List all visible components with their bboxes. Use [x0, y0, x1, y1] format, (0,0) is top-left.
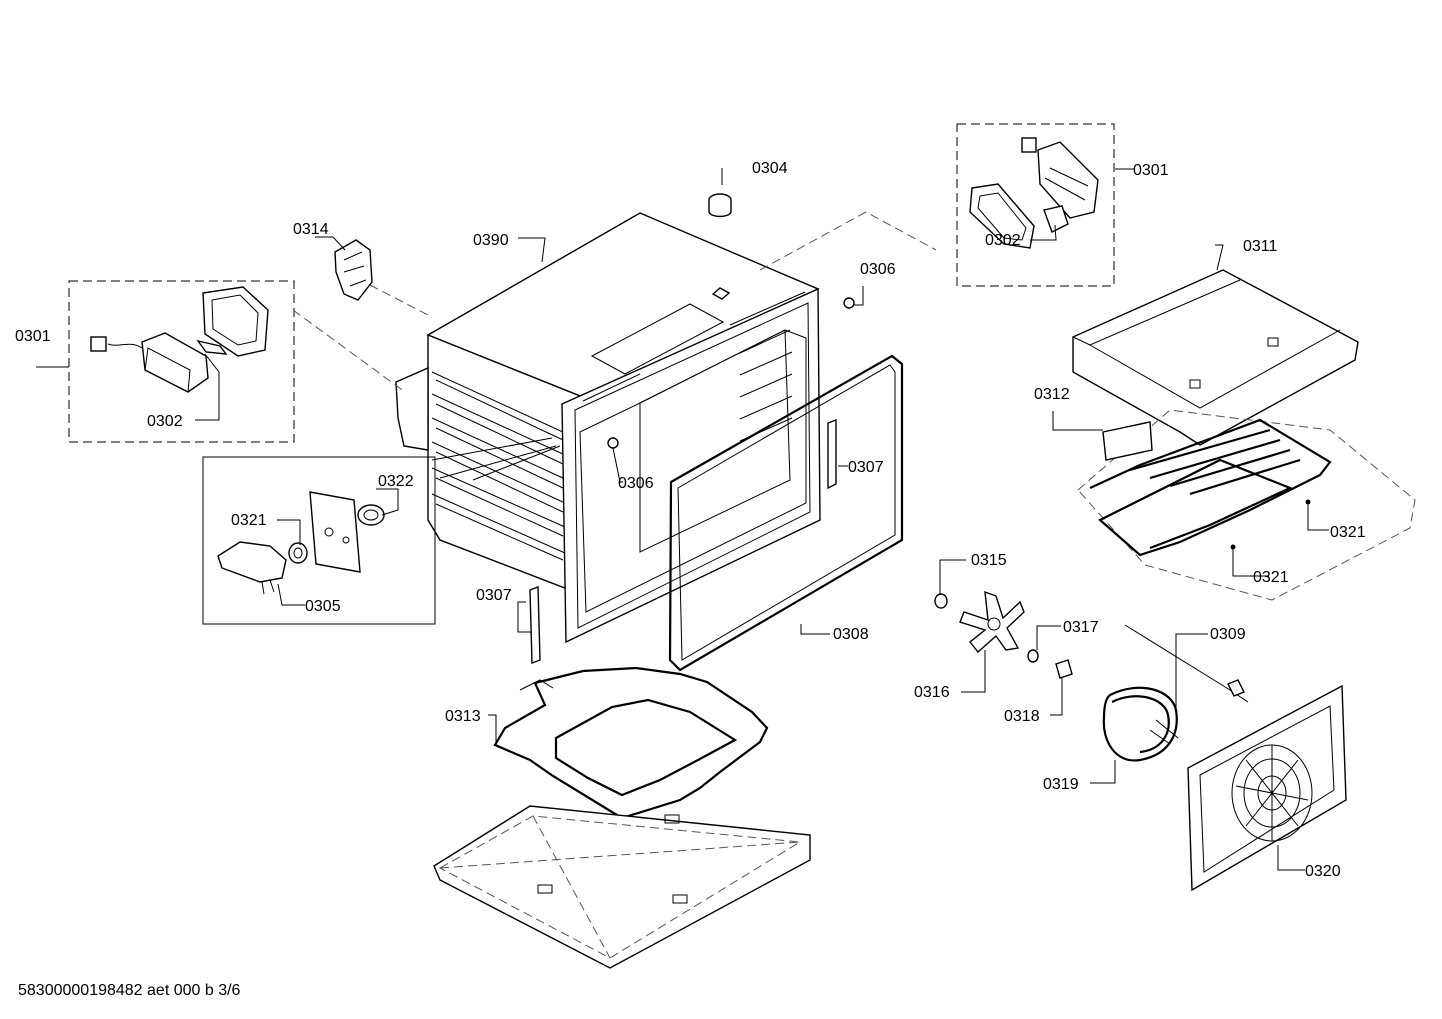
ring-heater-0319	[1102, 686, 1179, 762]
hinge-bottom	[529, 586, 541, 664]
oven-muffle	[395, 212, 821, 644]
hinge-right	[827, 418, 837, 490]
alignment-lines	[292, 211, 937, 481]
callout-0305: 0305	[305, 598, 341, 615]
callout-0313: 0313	[445, 708, 481, 725]
callout-0312: 0312	[1034, 386, 1070, 403]
callout-0321-left: 0321	[231, 512, 267, 529]
heat-shield-0311	[1072, 269, 1359, 446]
thermostat-0314	[334, 239, 373, 301]
callout-0315: 0315	[971, 552, 1007, 569]
callout-0321-right1: 0321	[1330, 524, 1366, 541]
callout-0302-left: 0302	[147, 413, 183, 430]
callout-0306-mid: 0306	[618, 475, 654, 492]
callout-0306-top: 0306	[860, 261, 896, 278]
leader-lines	[36, 168, 1329, 871]
sensor-detail-box	[202, 456, 436, 625]
top-heater-0312	[1077, 409, 1416, 601]
callout-0321-right2: 0321	[1253, 569, 1289, 586]
callout-0304: 0304	[752, 160, 788, 177]
callout-0301-left: 0301	[15, 328, 51, 345]
callout-0320: 0320	[1305, 863, 1341, 880]
lamp-assembly-right	[956, 123, 1115, 287]
callout-0316: 0316	[914, 684, 950, 701]
bottom-heater-0313	[493, 666, 769, 820]
nut-0317	[1027, 649, 1039, 663]
callout-0308: 0308	[833, 626, 869, 643]
callout-0314: 0314	[293, 221, 329, 238]
bottom-plate	[433, 805, 811, 969]
document-id: 58300000198482 aet 000 b 3/6	[18, 982, 241, 999]
callout-0307-right: 0307	[848, 459, 884, 476]
door-gasket	[668, 354, 904, 672]
fan-impeller-0316	[959, 590, 1025, 654]
callout-0319: 0319	[1043, 776, 1079, 793]
lamp-assembly-left	[68, 280, 295, 443]
callout-0390: 0390	[473, 232, 509, 249]
back-panel-0320	[1187, 684, 1347, 892]
clip-0306-mid	[607, 437, 619, 449]
sensor-0309	[1124, 624, 1249, 703]
callout-0302-right: 0302	[985, 232, 1021, 249]
callout-0311: 0311	[1243, 238, 1278, 255]
bushing-0318	[1055, 659, 1073, 679]
callout-0309: 0309	[1210, 626, 1246, 643]
callout-0307-bottom: 0307	[476, 587, 512, 604]
callout-0317: 0317	[1063, 619, 1099, 636]
callout-labels: 0301 0302 0314 0390 0304 0306 0301 0302 …	[15, 160, 1366, 880]
callout-0301-right: 0301	[1133, 162, 1169, 179]
clip-0306-top	[843, 297, 855, 309]
callout-0318: 0318	[1004, 708, 1040, 725]
callout-0322: 0322	[378, 473, 414, 490]
washer-0315	[934, 593, 948, 609]
